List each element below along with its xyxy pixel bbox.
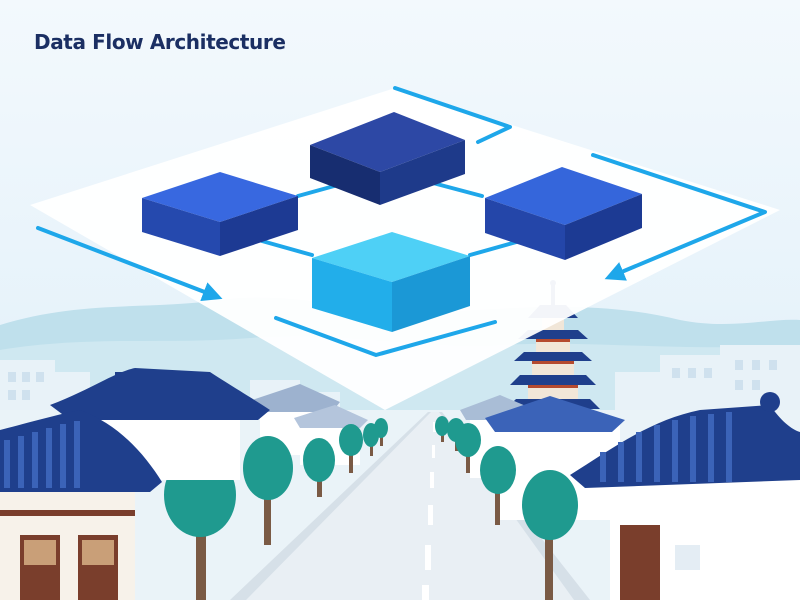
data-node-top xyxy=(310,112,465,205)
hanok-house-left xyxy=(0,368,270,600)
flow-arrow-bottom xyxy=(274,316,497,357)
far-building-windows xyxy=(8,360,777,400)
flow-arrow-top xyxy=(393,86,512,144)
data-node-left xyxy=(142,172,298,256)
flow-arrow-left xyxy=(36,226,223,302)
node-connectors xyxy=(260,181,522,257)
page-title: Data Flow Architecture xyxy=(34,30,286,54)
data-node-right xyxy=(485,167,642,260)
flow-arrows xyxy=(36,86,767,357)
hanok-house-right xyxy=(570,392,800,600)
road-lane-markings xyxy=(422,422,436,600)
data-node-bottom xyxy=(312,232,470,332)
flow-arrow-right xyxy=(591,153,767,281)
